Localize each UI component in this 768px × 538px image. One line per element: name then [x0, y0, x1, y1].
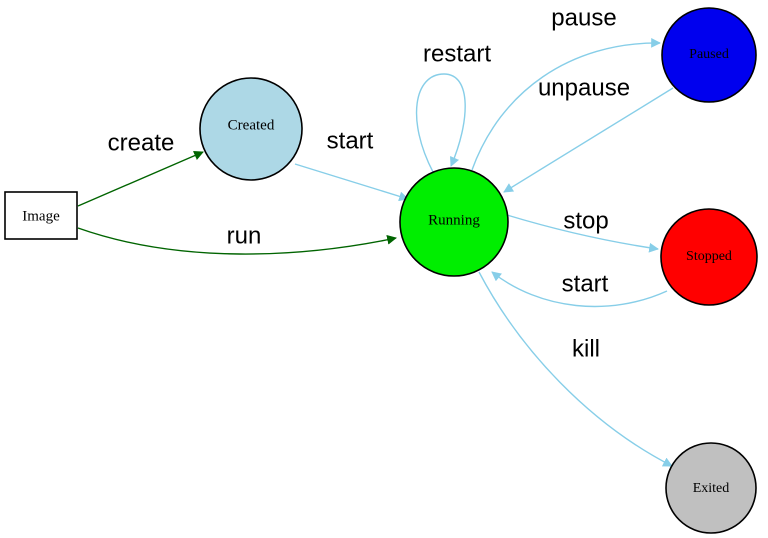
- edge-kill-path: [478, 271, 673, 467]
- node-running-shape: [399, 167, 509, 277]
- edge-restart-path: [415, 73, 466, 173]
- edge-unpause-label: unpause: [538, 74, 630, 101]
- edge-stop-label: stop: [563, 207, 608, 234]
- edge-create-path: [77, 150, 204, 207]
- edge-pause-path: [471, 38, 661, 171]
- edge-unpause[interactable]: unpause: [503, 74, 674, 193]
- node-paused-label: Paused: [689, 47, 729, 62]
- edge-unpause-path: [503, 87, 674, 193]
- edge-kill-label: kill: [572, 335, 600, 362]
- edge-start-created[interactable]: start: [294, 127, 409, 202]
- edge-restart-label: restart: [423, 40, 491, 67]
- edge-stop[interactable]: stop: [506, 207, 659, 253]
- node-running-label: Running: [428, 212, 480, 228]
- nodes-layer: Image Created Running Paused Stopped: [4, 7, 758, 534]
- node-image[interactable]: Image: [4, 191, 78, 240]
- edge-create[interactable]: create: [77, 129, 204, 207]
- edge-start-stopped[interactable]: start: [491, 270, 668, 308]
- node-image-shape: [4, 191, 78, 240]
- node-created[interactable]: Created: [199, 77, 303, 181]
- node-created-shape: [199, 77, 303, 181]
- edge-run-path: [77, 227, 397, 255]
- node-exited-shape: [665, 442, 757, 534]
- edge-pause[interactable]: pause: [471, 4, 661, 171]
- node-image-label: Image: [22, 208, 60, 224]
- node-stopped[interactable]: Stopped: [660, 208, 758, 306]
- edge-create-label: create: [108, 129, 175, 156]
- edge-kill[interactable]: kill: [478, 271, 673, 467]
- node-stopped-shape: [660, 208, 758, 306]
- node-paused[interactable]: Paused: [661, 7, 757, 103]
- edge-run[interactable]: run: [77, 222, 397, 255]
- node-exited-label: Exited: [693, 481, 730, 496]
- edge-start-stopped-path: [491, 271, 668, 308]
- edge-restart[interactable]: restart: [415, 40, 492, 173]
- edge-run-label: run: [227, 222, 262, 249]
- edge-stop-path: [506, 214, 659, 253]
- node-created-label: Created: [228, 117, 275, 133]
- edges-layer: create run start restart pause: [77, 4, 674, 467]
- edge-pause-label: pause: [551, 4, 616, 31]
- edge-start-created-path: [294, 163, 409, 202]
- edge-start-created-label: start: [327, 127, 374, 154]
- node-exited[interactable]: Exited: [665, 442, 757, 534]
- edge-start-stopped-label: start: [562, 270, 609, 297]
- node-running[interactable]: Running: [399, 167, 509, 277]
- node-paused-shape: [661, 7, 757, 103]
- node-stopped-label: Stopped: [686, 249, 732, 264]
